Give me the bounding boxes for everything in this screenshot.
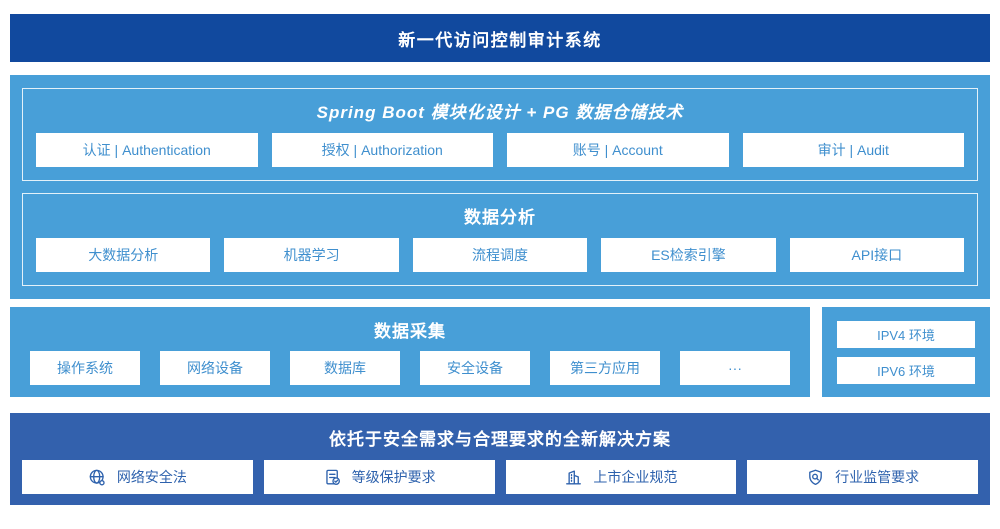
env-box-ipv6: IPV6 环境 bbox=[837, 357, 975, 384]
architecture-diagram: 新一代访问控制审计系统 Spring Boot 模块化设计 + PG 数据仓储技… bbox=[10, 14, 990, 505]
analysis-panel-title: 数据分析 bbox=[464, 208, 536, 227]
solution-row: 网络安全法 等级保护要求 bbox=[22, 460, 978, 494]
collection-box-security: 安全设备 bbox=[420, 351, 530, 385]
module-box-account: 账号 | Account bbox=[507, 133, 729, 167]
modules-row: 认证 | Authentication 授权 | Authorization 账… bbox=[36, 133, 964, 167]
collection-panel: 数据采集 操作系统 网络设备 数据库 安全设备 第三方应用 ··· bbox=[10, 307, 810, 397]
analysis-box-bigdata: 大数据分析 bbox=[36, 238, 211, 272]
solution-section: 依托于安全需求与合理要求的全新解决方案 网络安全法 bbox=[10, 413, 990, 505]
analysis-box-api: API接口 bbox=[789, 238, 965, 272]
collection-box-thirdparty: 第三方应用 bbox=[550, 351, 660, 385]
solution-label: 等级保护要求 bbox=[351, 469, 436, 485]
collection-box-network: 网络设备 bbox=[160, 351, 270, 385]
solution-box-listed-company: 上市企业规范 bbox=[505, 460, 737, 494]
platform-section: Spring Boot 模块化设计 + PG 数据仓储技术 认证 | Authe… bbox=[10, 75, 990, 299]
solution-title: 依托于安全需求与合理要求的全新解决方案 bbox=[329, 430, 671, 449]
solution-box-classified-protection: 等级保护要求 bbox=[263, 460, 495, 494]
collection-section: 数据采集 操作系统 网络设备 数据库 安全设备 第三方应用 ··· IPV4 环… bbox=[10, 307, 990, 397]
solution-label: 网络安全法 bbox=[116, 469, 187, 485]
building-icon bbox=[564, 468, 583, 487]
collection-row: 操作系统 网络设备 数据库 安全设备 第三方应用 ··· bbox=[30, 351, 790, 385]
module-box-audit: 审计 | Audit bbox=[742, 133, 964, 167]
env-box-ipv4: IPV4 环境 bbox=[837, 321, 975, 348]
module-box-authentication: 认证 | Authentication bbox=[36, 133, 258, 167]
modules-panel: Spring Boot 模块化设计 + PG 数据仓储技术 认证 | Authe… bbox=[22, 88, 978, 181]
analysis-box-es: ES检索引擎 bbox=[601, 238, 776, 272]
collection-box-database: 数据库 bbox=[290, 351, 400, 385]
document-check-icon bbox=[323, 468, 342, 487]
modules-panel-title: Spring Boot 模块化设计 + PG 数据仓储技术 bbox=[316, 103, 684, 122]
env-panel: IPV4 环境 IPV6 环境 bbox=[822, 307, 990, 397]
collection-box-os: 操作系统 bbox=[30, 351, 140, 385]
solution-box-cybersecurity-law: 网络安全法 bbox=[22, 460, 253, 494]
collection-title: 数据采集 bbox=[374, 322, 446, 341]
shield-search-icon bbox=[806, 468, 825, 487]
module-box-authorization: 授权 | Authorization bbox=[271, 133, 493, 167]
solution-label: 行业监管要求 bbox=[835, 469, 920, 485]
collection-box-more: ··· bbox=[680, 351, 790, 385]
system-title: 新一代访问控制审计系统 bbox=[398, 30, 602, 50]
analysis-box-workflow: 流程调度 bbox=[412, 238, 588, 272]
solution-box-industry-regulation: 行业监管要求 bbox=[747, 460, 978, 494]
analysis-row: 大数据分析 机器学习 流程调度 ES检索引擎 API接口 bbox=[36, 238, 965, 272]
system-title-banner: 新一代访问控制审计系统 bbox=[10, 14, 990, 62]
analysis-panel: 数据分析 大数据分析 机器学习 流程调度 ES检索引擎 API接口 bbox=[22, 193, 978, 286]
analysis-box-ml: 机器学习 bbox=[224, 238, 399, 272]
globe-icon bbox=[88, 468, 107, 487]
solution-label: 上市企业规范 bbox=[593, 469, 678, 485]
